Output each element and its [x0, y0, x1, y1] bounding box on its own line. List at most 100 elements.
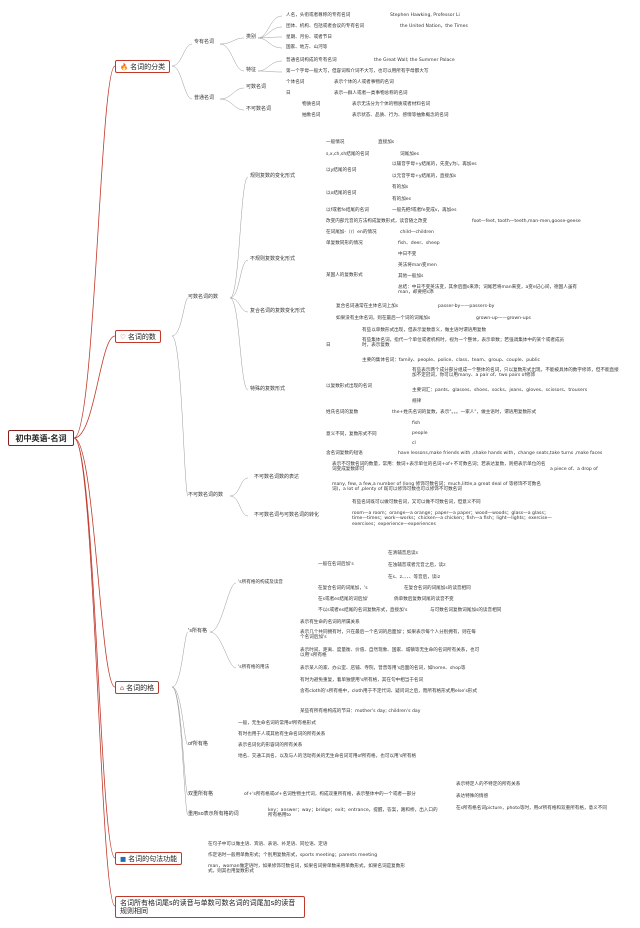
leaf: 其他一般加s	[398, 274, 424, 279]
leaf: 以辅音字母+y结尾的，先变y为i，再加es	[392, 162, 477, 167]
node-proper-category[interactable]: 类别	[246, 34, 257, 40]
leaf: 人名，头衔或者尊称的专有名词	[286, 13, 351, 18]
node-proper-feature[interactable]: 特征	[246, 67, 257, 73]
leaf: 抽象名词	[302, 113, 321, 118]
leaf: 表示时间、距离、度量衡、价值、自然现象、国家、城镇等无生命的名词所有关系，也可以…	[300, 648, 480, 659]
leaf: 国家、地方、山河等	[286, 45, 328, 50]
leaf: 日	[286, 91, 291, 96]
section-possessive[interactable]: ⌂ 名词的格	[115, 681, 160, 694]
leaf: 单复数同形的情况	[326, 241, 363, 246]
leaf: s,x,ch,sh结尾的名词	[326, 152, 370, 157]
leaf: 表达特殊的情感	[456, 794, 489, 799]
section-title: 名词的句法功能	[128, 854, 178, 863]
leaf: 星期、月份、或者节日	[286, 35, 332, 40]
square-icon: ■	[120, 854, 127, 863]
leaf: 一般先把f或者fe变成v，再加es	[392, 208, 457, 213]
leaf: 以元音字母+y结尾的，直接加s	[392, 174, 457, 179]
leaf: 作定语时一般用单数形式；个别用复数形式，sports meeting；paren…	[208, 853, 378, 858]
leaf: 表示一群人或者一类事物总称的名词	[334, 91, 408, 96]
leaf: people	[412, 431, 428, 436]
leaf: 表示个体的人或者事物的名词	[334, 80, 394, 85]
leaf: 以y结尾的名词	[326, 168, 357, 173]
node-uncountable-number[interactable]: 不可数名词的数	[188, 492, 224, 498]
leaf[interactable]: 某国人的复数形式	[326, 273, 363, 278]
leaf: 表示有生命的名词的所属关系	[300, 620, 360, 625]
leaf: 在浊辅音或者元音之后，读z	[388, 563, 446, 568]
leaf: fish	[412, 421, 421, 426]
leaf: 在清辅音后读s	[388, 551, 418, 556]
leaf: 表示几个共同拥有时，只在最后一个名词的后面加'；如果表示每个人分别拥有，则在每个…	[300, 630, 476, 641]
leaf: 有些表示两个成分部分组成一个整体的名词，只以复数形式出现，不能被具体的数字修饰，…	[412, 368, 619, 379]
leaf: 表示某人的家、办公室、店铺、寺院，曾曾等用's后面的名词，如home、shop等	[300, 666, 466, 671]
leaf: many, few, a few,a number of (long 修饰可数名…	[332, 482, 541, 493]
node-common[interactable]: 普通名词	[194, 95, 215, 101]
leaf: child—children	[400, 230, 434, 235]
leaf-example: Stephen Hawking, Professor Li	[390, 13, 460, 18]
leaf: cl	[412, 441, 416, 446]
leaf: 含有cloth的's所有格中，cloth用于不定代词、疑问词之后，而所有格形式用…	[300, 689, 478, 694]
node-of-possessive[interactable]: of所有格	[188, 741, 208, 747]
leaf: a piece of、a drop of	[550, 467, 598, 472]
leaf: 以o结尾的名词	[326, 191, 357, 196]
node-s-possessive[interactable]: 's所有格	[188, 628, 207, 634]
section-number[interactable]: ♡ 名词的数	[115, 330, 161, 343]
node-countable[interactable]: 可数名词	[246, 84, 267, 90]
node-uncountable[interactable]: 不可数名词	[246, 106, 272, 112]
node-compound[interactable]: 复合名词的复数变化形式	[250, 308, 306, 314]
leaf-example: the United Nation，the Times	[400, 24, 468, 29]
leaf: 一般在名词后加's	[318, 562, 354, 567]
section-syntax[interactable]: ■ 名词的句法功能	[115, 852, 183, 865]
leaf: 不以s或者es结尾的名词复数形式，直接加's	[318, 608, 408, 613]
section-title: 名词所有格词尾s的读音与单数可数名词的词尾加s的读音规则相同	[120, 899, 296, 915]
leaf-example: the Great Wall; the Summer Palace	[374, 58, 455, 63]
node-regular[interactable]: 规则复数的变化形式	[250, 173, 296, 179]
home-icon: ⌂	[120, 683, 125, 692]
node-proper[interactable]: 专有名词	[194, 39, 215, 45]
leaf: 表示不可数名词的数量，常用：数词+表示单位的名词+of+不可数名词；若表达复数，…	[332, 462, 546, 473]
leaf: 规律	[412, 399, 422, 404]
node-of-n[interactable]: 重用so表示所有格的词	[188, 811, 239, 817]
leaf: 与可数名词复数词尾加s的读音相同	[430, 608, 502, 613]
leaf: 在复合名词的词尾加，'s	[318, 586, 368, 591]
leaf[interactable]: 意义不同，复数形式不同	[326, 432, 377, 437]
leaf: 表示名词化的形容词的所有关系	[238, 743, 303, 748]
leaf: 倘单数后复数词尾的读音不变	[394, 597, 454, 602]
section-pronunciation[interactable]: 名词所有格词尾s的读音与单数可数名词的词尾加s的读音规则相同	[115, 896, 305, 918]
leaf[interactable]: 姓氏名词的复数	[326, 410, 359, 415]
leaf: 主要词汇：pants、glasses、shoes、socks、jeans、glo…	[412, 388, 588, 393]
leaf: man，woman做定语时，如果修饰可数名词，如果名词要单数采用单数形式，如果名…	[208, 864, 405, 875]
section-title: 名词的格	[126, 683, 155, 692]
leaf: 有些集体名词，指代一个单位或者机构时，视为一个整体，表示单数；若强调集体中的某个…	[362, 338, 565, 349]
fire-icon: 🔥	[120, 62, 129, 71]
node-uncountable-convert[interactable]: 不可数名词与可数名词的转化	[254, 512, 320, 518]
leaf: 有的加s	[392, 185, 409, 190]
leaf: key；answer；way；bridge；exit；entrance，提醒，答…	[268, 808, 438, 819]
leaf: 主要的集体名词：family、people、police、class、team、…	[362, 358, 541, 363]
leaf: of+'s所有格或of+名词性物主代词，构成双重所有格，表示整体中的一个或者一部…	[244, 792, 416, 797]
leaf: 在s、z、、、、等音后，读iz	[388, 575, 441, 580]
leaf: 地名、交通工具名，以及与人的活动有关的无生命名词可用of所有格，也可以用's所有…	[238, 754, 417, 759]
leaf: 在s所有格名词picture，photo等时，用of所有格和双重所有格，意义不同	[456, 806, 607, 811]
leaf: 改变内部元音的方法构成复数形式，读音随之改变	[326, 219, 428, 224]
section-classification[interactable]: 🔥 名词的分类	[115, 60, 171, 73]
node-irregular[interactable]: 不规则复数变化形式	[250, 256, 296, 262]
node-double[interactable]: 双重所有格	[188, 791, 214, 797]
node-formation[interactable]: 's所有格的构成及读音	[238, 580, 284, 585]
leaf: 表示特定人的不特定的所有关系	[456, 782, 521, 787]
leaf: 有时也用于人或其他有生命名词的所有关系	[238, 732, 326, 737]
leaf: 中日不变	[398, 252, 417, 257]
node-usage[interactable]: 's所有格的用法	[238, 665, 270, 670]
node-special[interactable]: 特殊的复数形式	[250, 386, 286, 392]
leaf: 团体、机构、包括或者会议的专有名词	[286, 24, 365, 29]
root-topic[interactable]: 初中英语·名词	[8, 430, 74, 446]
leaf[interactable]: 以复数形式出现的名词	[326, 384, 372, 389]
leaf: have lessons,make friends with ,shake ha…	[398, 451, 603, 456]
leaf: 词尾加es	[400, 152, 420, 157]
leaf[interactable]: 含名词复数的短语	[326, 451, 363, 456]
leaf: 日	[326, 343, 331, 348]
leaf: 普通名词构成的专有名词	[286, 58, 337, 63]
node-uncountable-expr[interactable]: 不可数名词数的表达	[254, 474, 300, 480]
node-countable-number[interactable]: 可数名词的数	[188, 294, 219, 300]
leaf: 复合名词通常在主体名词上加s	[336, 304, 399, 309]
